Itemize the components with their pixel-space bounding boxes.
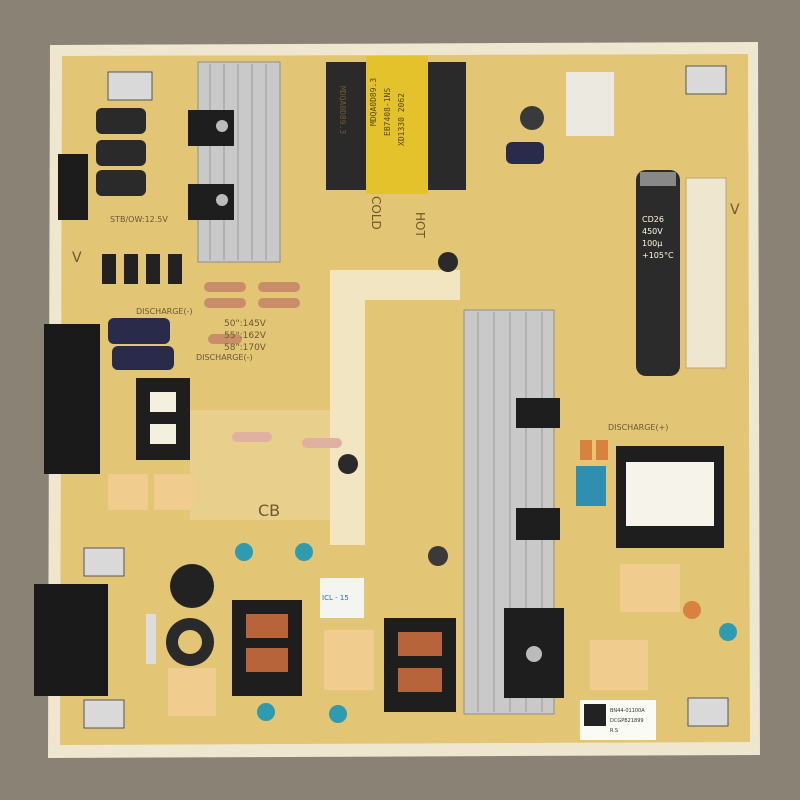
mounting-hole-bottom-right	[687, 697, 729, 727]
diode	[124, 254, 138, 284]
corner-v-label: V	[72, 250, 82, 266]
electrolytic-capacitor	[506, 142, 544, 164]
film-capacitor	[108, 474, 148, 510]
screw	[526, 646, 542, 662]
sticker-date: DCGPB21899	[610, 718, 644, 724]
diode	[146, 254, 160, 284]
mounting-hole-left	[83, 547, 125, 577]
film-capacitor	[154, 474, 194, 510]
electrolytic-capacitor	[96, 140, 146, 166]
film-capacitor	[620, 564, 680, 612]
y-capacitor	[295, 543, 313, 561]
transformer-winding	[150, 392, 176, 412]
screw	[216, 194, 228, 206]
ac-input-connector	[34, 584, 108, 696]
resistor	[204, 298, 246, 308]
electrolytic-capacitor	[96, 108, 146, 134]
choke-winding	[246, 648, 288, 672]
electrolytic-capacitor	[112, 346, 174, 370]
bulk-capacitor	[636, 170, 680, 376]
bulk-cap-marking: +105°C	[642, 251, 674, 260]
pfc-transformer-label	[626, 462, 714, 526]
bulk-cap-marking: 450V	[642, 227, 663, 236]
qr-code	[584, 704, 606, 726]
transformer-marking: EB7408-1NS	[383, 88, 392, 136]
discharge-label-right: DISCHARGE(+)	[608, 423, 668, 432]
y-capacitor	[257, 703, 275, 721]
ceramic-capacitor	[596, 440, 608, 460]
standby-transformer	[136, 378, 190, 460]
choke-winding	[398, 632, 442, 656]
connector-header	[58, 154, 88, 220]
icl-label: ICL - 15	[322, 594, 349, 602]
y-capacitor-blue	[576, 466, 606, 506]
mounting-hole-top-left	[107, 71, 153, 101]
main-output-connector	[44, 324, 100, 474]
voltage-label: STB/OW:12.5V	[110, 215, 168, 224]
transformer-marking: MDQA0D89.3	[369, 78, 378, 126]
copper-pour	[190, 410, 330, 520]
resistor	[208, 334, 242, 344]
discharge-label: DISCHARGE(-)	[136, 307, 193, 316]
toroid-center	[178, 630, 202, 654]
transformer-marking: XD1330 2062	[397, 93, 406, 146]
diode	[168, 254, 182, 284]
electrolytic-capacitor	[96, 170, 146, 196]
y-capacitor	[235, 543, 253, 561]
mounting-hole-top-right	[685, 65, 727, 95]
mounting-hole-bottom-left	[83, 699, 125, 729]
varistor	[170, 564, 214, 608]
resistor	[232, 432, 272, 442]
electrolytic-capacitor-small	[428, 546, 448, 566]
choke-winding	[246, 614, 288, 638]
voltage-table-row: 58":170V	[224, 343, 267, 353]
resistor	[258, 282, 300, 292]
voltage-table-row: 55":162V	[224, 331, 267, 341]
ceramic-capacitor	[580, 440, 592, 460]
ceramic-capacitor	[683, 601, 701, 619]
voltage-table-row: 50":145V	[224, 319, 267, 329]
hot-cold-isolation-gap	[330, 270, 460, 545]
discharge-label: DISCHARGE(-)	[196, 353, 253, 362]
sticker-code: BN44-01100A	[610, 708, 645, 714]
y-capacitor	[329, 705, 347, 723]
transistor-to220	[516, 398, 560, 428]
transformer-marking: MDQA0D89.3	[338, 86, 347, 134]
choke-winding	[398, 668, 442, 692]
diode	[102, 254, 116, 284]
x-capacitor	[566, 72, 614, 136]
electrolytic-capacitor-small	[438, 252, 458, 272]
main-transformer-tape	[366, 56, 428, 194]
screw	[216, 120, 228, 132]
film-capacitor	[590, 640, 648, 690]
board-slot	[685, 177, 727, 369]
film-capacitor	[324, 630, 374, 690]
sticker-suffix: R.S	[610, 728, 618, 734]
y-capacitor	[719, 623, 737, 641]
electrolytic-capacitor	[108, 318, 170, 344]
transformer-winding	[150, 424, 176, 444]
resistor	[258, 298, 300, 308]
bulk-capacitor-top	[640, 172, 676, 186]
bulk-cap-marking: 100µ	[642, 239, 662, 248]
electrolytic-capacitor-small	[338, 454, 358, 474]
transistor-to220	[516, 508, 560, 540]
resistor	[204, 282, 246, 292]
board-code-label: CB	[258, 501, 280, 520]
inrush-limiter	[320, 578, 364, 618]
corner-v-label: V	[730, 202, 740, 218]
resistor	[302, 438, 342, 448]
electrolytic-capacitor-small	[520, 106, 544, 130]
fuse	[146, 614, 156, 664]
bulk-cap-marking: CD26	[642, 215, 664, 224]
cold-label: COLD	[369, 196, 383, 230]
film-capacitor	[168, 668, 216, 716]
hot-label: HOT	[413, 212, 427, 238]
